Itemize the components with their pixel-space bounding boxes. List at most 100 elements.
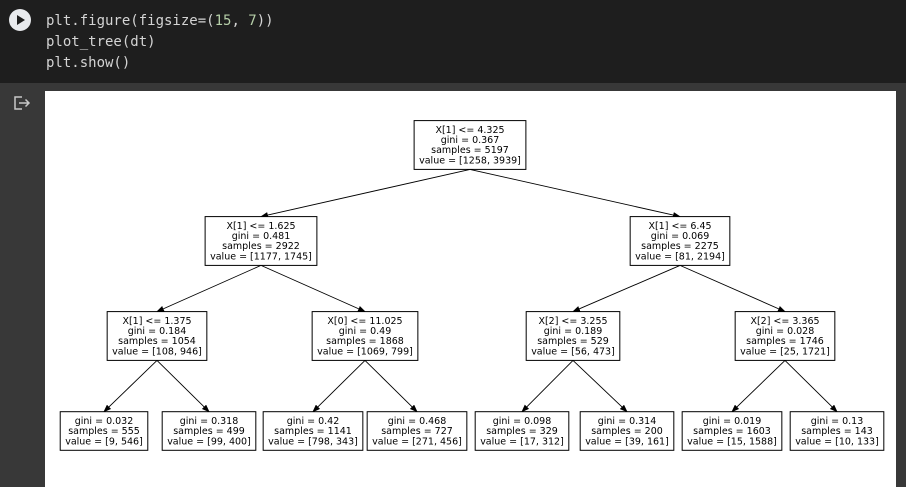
tree-node-label: value = [1069, 799] bbox=[317, 346, 413, 357]
code-line: plot_tree(dt) bbox=[46, 34, 156, 50]
output-redirect-icon[interactable] bbox=[13, 95, 31, 111]
tree-node-label: value = [108, 946] bbox=[112, 346, 202, 357]
tree-node-label: samples = 329 bbox=[486, 426, 558, 437]
code-line: plt.figure(figsize=(15, 7)) bbox=[46, 13, 274, 29]
tree-node-label: X[2] <= 3.255 bbox=[538, 316, 607, 327]
tree-node-label: samples = 2275 bbox=[641, 241, 719, 252]
tree-edge bbox=[572, 360, 628, 413]
tree-node-label: X[1] <= 1.375 bbox=[122, 316, 191, 327]
tree-edge bbox=[260, 168, 471, 218]
tree-node-box bbox=[579, 411, 675, 451]
tree-edge bbox=[784, 360, 838, 413]
tree-node-label: samples = 1603 bbox=[693, 426, 771, 437]
tree-node-label: samples = 499 bbox=[173, 426, 245, 437]
tree-node-box bbox=[734, 311, 836, 361]
tree-node-label: gini = 0.019 bbox=[703, 416, 762, 427]
tree-node-label: gini = 0.13 bbox=[811, 416, 863, 427]
tree-node-label: value = [798, 343] bbox=[268, 436, 358, 447]
tree-node-box bbox=[106, 311, 208, 361]
tree-node-box bbox=[525, 311, 621, 361]
tree-node-label: samples = 1141 bbox=[274, 426, 352, 437]
tree-node-label: samples = 555 bbox=[68, 426, 140, 437]
tree-node-box bbox=[413, 120, 527, 170]
tree-node-label: gini = 0.028 bbox=[756, 326, 815, 337]
tree-edge bbox=[469, 168, 681, 218]
tree-node-label: value = [81, 2194] bbox=[635, 251, 725, 262]
tree-node-box bbox=[789, 411, 885, 451]
tree-node-box bbox=[681, 411, 783, 451]
tree-node-box bbox=[204, 216, 318, 266]
tree-node-label: X[1] <= 4.325 bbox=[435, 125, 504, 136]
tree-node-label: value = [9, 546] bbox=[65, 436, 143, 447]
tree-node-box bbox=[262, 411, 364, 451]
tree-node-label: samples = 727 bbox=[381, 426, 453, 437]
tree-edge bbox=[156, 264, 262, 313]
tree-node-label: X[1] <= 6.45 bbox=[648, 221, 711, 232]
tree-node-label: value = [99, 400] bbox=[167, 436, 251, 447]
tree-edge bbox=[156, 360, 210, 413]
tree-node-label: samples = 529 bbox=[537, 336, 609, 347]
tree-node-label: gini = 0.42 bbox=[287, 416, 339, 427]
tree-node-label: X[0] <= 11.025 bbox=[327, 316, 402, 327]
tree-node-label: value = [271, 456] bbox=[372, 436, 462, 447]
tree-node-label: gini = 0.314 bbox=[598, 416, 657, 427]
tree-node-label: value = [10, 133] bbox=[795, 436, 879, 447]
tree-edge bbox=[103, 360, 158, 413]
tree-node-label: samples = 143 bbox=[801, 426, 873, 437]
tree-node-label: samples = 1054 bbox=[118, 336, 196, 347]
tree-node-label: value = [25, 1721] bbox=[740, 346, 830, 357]
tree-node-label: value = [15, 1588] bbox=[687, 436, 777, 447]
tree-node-label: gini = 0.367 bbox=[441, 135, 500, 146]
tree-node-label: value = [39, 161] bbox=[585, 436, 669, 447]
tree-node-label: gini = 0.069 bbox=[651, 231, 710, 242]
tree-node-label: gini = 0.481 bbox=[232, 231, 291, 242]
tree-node-label: gini = 0.468 bbox=[388, 416, 447, 427]
tree-node-label: gini = 0.184 bbox=[128, 326, 187, 337]
tree-edge bbox=[364, 360, 418, 413]
tree-node-label: value = [1177, 1745] bbox=[210, 251, 312, 262]
tree-node-label: gini = 0.098 bbox=[493, 416, 552, 427]
run-cell-button[interactable] bbox=[9, 9, 31, 31]
tree-node-box bbox=[366, 411, 468, 451]
tree-node-label: value = [1258, 3939] bbox=[419, 155, 521, 166]
tree-node-label: gini = 0.032 bbox=[75, 416, 134, 427]
tree-node-box bbox=[311, 311, 419, 361]
tree-edge bbox=[731, 360, 786, 413]
tree-node-label: samples = 5197 bbox=[431, 145, 509, 156]
code-line: plt.show() bbox=[46, 55, 131, 71]
tree-node-label: gini = 0.189 bbox=[544, 326, 603, 337]
tree-edge bbox=[312, 360, 366, 413]
tree-node-box bbox=[59, 411, 149, 451]
tree-node-label: samples = 2922 bbox=[222, 241, 300, 252]
play-icon bbox=[17, 15, 25, 25]
tree-node-label: value = [17, 312] bbox=[480, 436, 564, 447]
tree-node-label: gini = 0.49 bbox=[339, 326, 391, 337]
tree-edge bbox=[679, 264, 786, 313]
tree-node-label: value = [56, 473] bbox=[531, 346, 615, 357]
tree-node-label: samples = 1868 bbox=[326, 336, 404, 347]
tree-node-label: samples = 200 bbox=[591, 426, 663, 437]
tree-edge bbox=[260, 264, 366, 313]
tree-edge bbox=[572, 264, 681, 313]
tree-node-box bbox=[161, 411, 257, 451]
tree-edge bbox=[521, 360, 574, 413]
code-editor[interactable]: plt.figure(figsize=(15, 7)) plot_tree(dt)… bbox=[0, 0, 906, 83]
tree-node-label: X[2] <= 3.365 bbox=[750, 316, 819, 327]
code-text[interactable]: plt.figure(figsize=(15, 7)) plot_tree(dt)… bbox=[46, 11, 274, 74]
tree-node-box bbox=[474, 411, 570, 451]
